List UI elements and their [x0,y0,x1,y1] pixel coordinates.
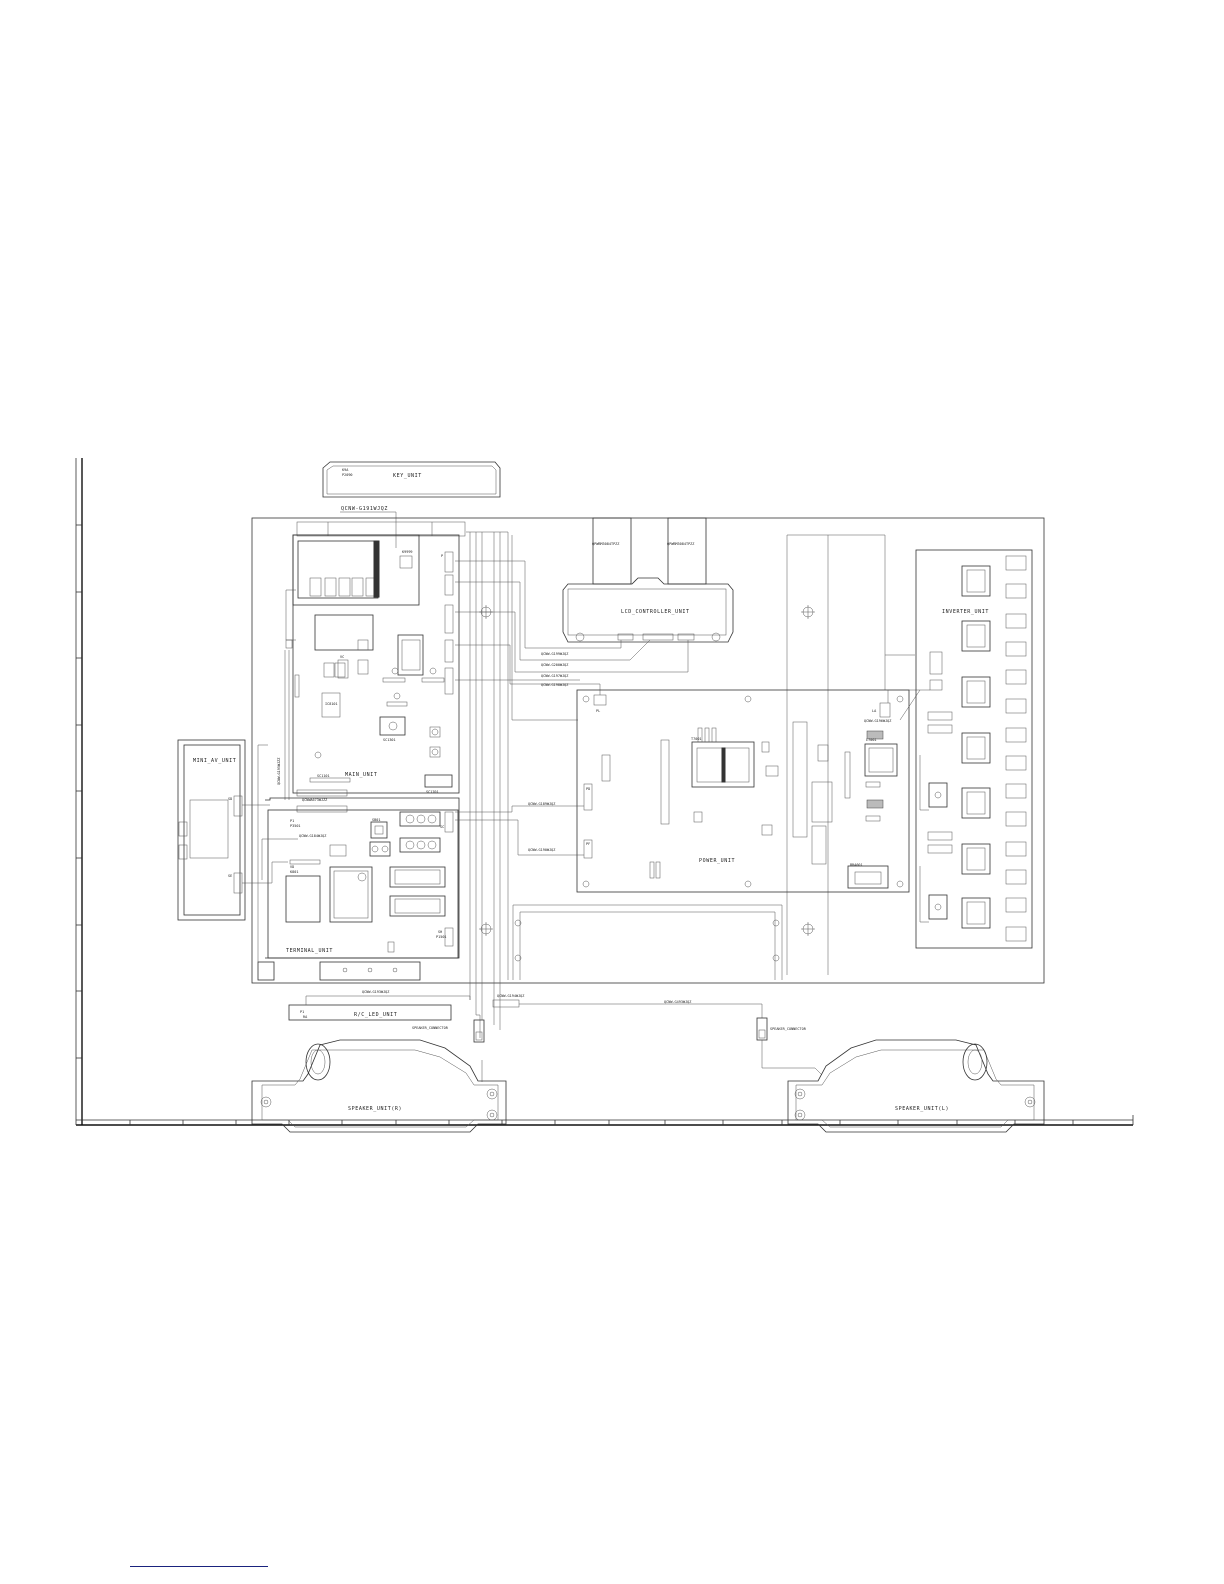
grid-frame [75,458,1134,1126]
main-connectors: VC [337,639,369,679]
cable-mini-av-vertical-label: QCNW-G195WJZZ [277,758,281,785]
lcd-controller-unit: LCD_CONTROLLER_UNIT [562,577,734,643]
svg-text:SC1301: SC1301 [383,738,396,742]
cable-flat-left-label: QPWBM3084TPZZ [592,542,619,546]
terminal-unit: SB01 SC P1 P3501 VD K801 SH P1501 TERMIN… [265,797,460,959]
speaker-unit-r-label: SPEAKER_UNIT(R) [348,1106,402,1112]
speaker-connector-r: SPEAKER_CONNECTOR [412,1019,485,1043]
svg-text:P: P [441,554,443,558]
lcd-controller-unit-label: LCD_CONTROLLER_UNIT [621,609,690,615]
svg-text:P1: P1 [300,1010,304,1014]
speaker-connector-l: SPEAKER_CONNECTOR [756,1017,807,1066]
svg-text:PF: PF [586,842,590,846]
power-unit-label: POWER_UNIT [699,858,735,864]
mini-av-unit-label: MINI_AV_UNIT [193,758,236,764]
speaker-unit-r: SPEAKER_UNIT(R) [251,1039,507,1133]
speaker-unit-l-label: SPEAKER_UNIT(L) [895,1106,949,1112]
svg-text:P1501: P1501 [436,935,447,939]
cable-speaker-l-label: QCNW-G493WJQZ [664,1000,691,1004]
svg-text:K801: K801 [290,870,298,874]
speaker-unit-l: SPEAKER_UNIT(L) [787,1039,1045,1133]
svg-text:IC8101: IC8101 [325,702,338,706]
cable-c198-label: QCNW-G198WJQZ [541,683,568,687]
svg-text:VD: VD [290,865,294,869]
svg-text:SD: SD [228,797,232,801]
cable-c197-label: QCNW-G197WJQZ [541,674,568,678]
cable-terminal-mini-av-label: QCNW-G184WJQZ [299,834,326,838]
svg-text:PD: PD [586,787,590,791]
chassis-bottom [257,744,421,981]
la-connector: LA [872,651,943,718]
svg-text:SH: SH [438,930,442,934]
svg-text:SC1701: SC1701 [426,790,439,794]
svg-text:SE: SE [228,874,232,878]
speaker-connector-l-label: SPEAKER_CONNECTOR [770,1027,807,1031]
svg-text:P2090: P2090 [342,473,353,477]
terminal-unit-label: TERMINAL_UNIT [286,948,333,954]
svg-text:P1: P1 [290,819,294,823]
rc-led-unit-label: R/C_LED_UNIT [354,1012,397,1018]
cable-c190-label: QCNW-G190WJQZ [528,848,555,852]
la-label: LA [872,709,877,713]
svg-text:RA: RA [303,1015,308,1019]
svg-text:SC: SC [440,825,444,829]
cable-c189-label: QCNW-G189WJQZ [528,802,555,806]
main-unit-label: MAIN_UNIT [345,772,378,778]
key-unit: K9A P2090 KEY_UNIT [322,461,501,498]
svg-text:SC1101: SC1101 [317,774,330,778]
pl-connector: PL [593,694,607,713]
flat-cables: QPWBM3084TPZZ QPWBM3084TPZZ [592,517,707,585]
inverter-unit-label: INVERTER_UNIT [942,609,989,615]
key-unit-label: KEY_UNIT [393,473,422,479]
cable-main-terminal-label: QCNWA673WJZZ [302,798,327,802]
svg-text:VC: VC [340,655,344,659]
main-unit: K9999 P IC8101 SC1101 SC1301 SC1701 MAIN… [292,534,460,794]
mounting-holes [479,605,815,962]
power-unit: T7001 L7001 BRA601 PD PF POWER_UNIT [576,689,910,893]
cable-c196-label: QCNW-G196WJQZ [864,719,891,723]
svg-text:L7001: L7001 [866,738,877,742]
svg-text:K9999: K9999 [402,550,413,554]
cable-flat-right-label: QPWBM3084TPZZ [667,542,694,546]
chassis-rails [512,534,915,980]
cable-c200-label: QCNW-G200WJQZ [541,663,568,667]
cable-c199-label: QCNW-G199WJQZ [541,652,568,656]
cable-rc-led-label: QCNW-G193WJQZ [362,990,389,994]
chassis-outline [251,517,1045,984]
svg-text:SB01: SB01 [372,818,380,822]
inverter-unit: INVERTER_UNIT [915,549,1033,949]
svg-text:K9A: K9A [342,468,349,472]
footer-link-rule [130,1566,268,1567]
pl-label: PL [596,709,600,713]
svg-text:P3501: P3501 [290,824,301,828]
svg-text:T7001: T7001 [691,737,702,741]
cable-key-label: QCNW-G191WJQZ [341,506,388,512]
cable-speaker-r-label: QCNW-G194WJQZ [497,994,524,998]
rc-led-unit: P1 RA R/C_LED_UNIT [288,1004,452,1021]
svg-text:BRA601: BRA601 [850,863,863,867]
speaker-connector-r-label: SPEAKER_CONNECTOR [412,1026,449,1030]
mini-av-unit: MINI_AV_UNIT SD SE [177,739,246,921]
